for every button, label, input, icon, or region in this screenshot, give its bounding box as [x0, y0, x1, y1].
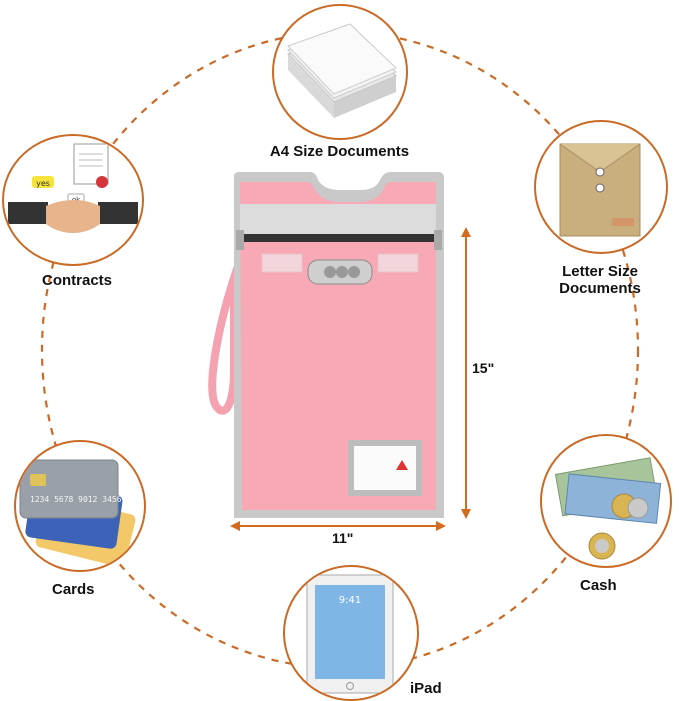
- card-silver: [19, 459, 119, 519]
- cash-image: [540, 434, 672, 568]
- card-number-text: 1234 5678 9012 3456: [30, 495, 122, 504]
- ok-bubble-text: ok: [72, 196, 81, 204]
- letter-documents-label: Letter Size Documents: [520, 263, 679, 297]
- sleeve-right: [98, 202, 138, 224]
- yes-bubble-text: yes: [36, 179, 50, 188]
- dimension-arrows: [230, 227, 471, 531]
- tablet-screen: [315, 585, 385, 679]
- tablet-time-text: 9:41: [339, 595, 361, 606]
- ipad-label: iPad: [410, 680, 442, 697]
- a4-documents-label: A4 Size Documents: [269, 143, 410, 160]
- contracts-label: Contracts: [42, 272, 113, 289]
- yes-bubble: [32, 176, 54, 188]
- cards-image: 1234 5678 9012 3456: [14, 440, 146, 572]
- wrist-strap: [208, 262, 242, 415]
- zipper: [240, 234, 436, 242]
- letter-label-line2: Documents: [559, 280, 641, 297]
- mesh-band: [240, 204, 436, 234]
- handshake: [46, 200, 100, 233]
- velcro-right: [377, 253, 419, 273]
- letter-envelope-image: [534, 120, 668, 254]
- height-dimension-label: 15": [472, 360, 495, 376]
- contracts-image: yes ok: [2, 134, 144, 266]
- card-chip: [30, 474, 46, 486]
- velcro-left: [261, 253, 303, 273]
- document-bag-image: [208, 172, 444, 518]
- a4-documents-image: [272, 4, 408, 140]
- zipper-pull-right: [434, 230, 442, 250]
- cash-label: Cash: [580, 577, 617, 594]
- letter-label-line1: Letter Size: [562, 263, 638, 280]
- sleeve-left: [8, 202, 48, 224]
- brand-logo-icon: [396, 460, 408, 470]
- home-button-icon: [346, 682, 354, 690]
- zipper-pull-left: [236, 230, 244, 250]
- width-dimension-label: 11": [332, 530, 354, 546]
- ipad-image: 9:41: [283, 565, 419, 701]
- cards-label: Cards: [52, 581, 95, 598]
